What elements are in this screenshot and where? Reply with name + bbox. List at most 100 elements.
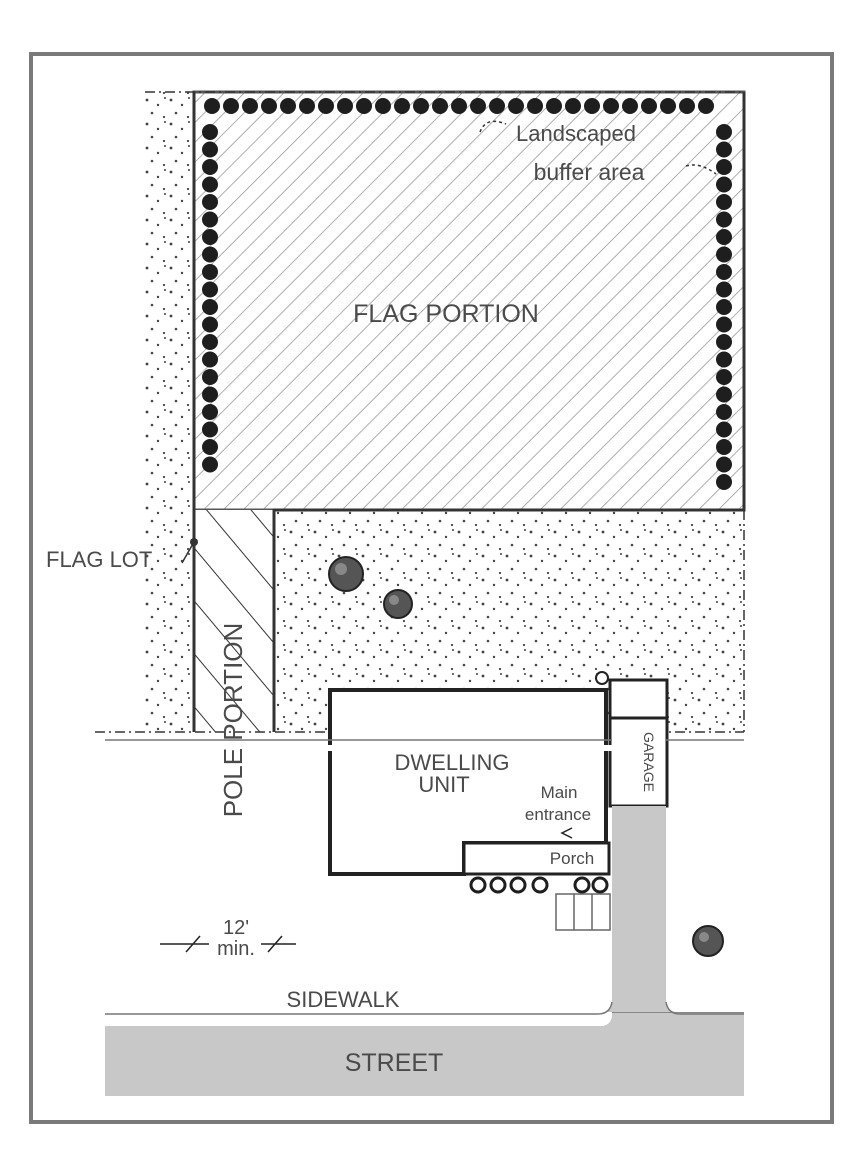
shrub-icon — [698, 98, 714, 114]
shrub-icon — [202, 369, 218, 385]
shrub-icon — [202, 439, 218, 455]
shrub-icon — [469, 876, 487, 894]
landscaped-buffer-label-1: Landscaped — [516, 121, 636, 146]
shrub-icon — [716, 159, 732, 175]
flag-lot-label: FLAG LOT — [46, 547, 152, 572]
shrub-icon — [716, 369, 732, 385]
pole-portion-label: POLE PORTION — [218, 623, 248, 818]
shrub-icon — [716, 439, 732, 455]
flag-lot-leader — [181, 541, 195, 564]
garage — [608, 716, 669, 808]
shrub-icon — [202, 351, 218, 368]
garage-label: GARAGE — [641, 732, 657, 792]
shrub-icon — [202, 159, 218, 175]
shrub-icon — [716, 386, 732, 403]
shrub-icon — [202, 176, 218, 193]
street-label: STREET — [345, 1049, 444, 1077]
shrub-icon — [716, 141, 732, 158]
shrub-icon — [413, 98, 429, 114]
shrub-icon — [716, 246, 732, 263]
landscaped-buffer-shrubs — [202, 98, 732, 490]
flag-lot-boundary — [192, 92, 746, 732]
shrub-icon — [546, 98, 562, 114]
shrub-icon — [716, 404, 732, 420]
shrub-icon — [716, 176, 732, 193]
shrub-icon — [451, 98, 467, 114]
main-entrance-label-1: Main — [541, 783, 578, 802]
buffer-leader-1 — [479, 120, 507, 133]
sidewalk — [105, 739, 744, 741]
shrub-icon — [660, 98, 676, 114]
shrub-icon — [202, 281, 218, 298]
shrub-icon — [716, 351, 732, 368]
shrub-icon — [261, 98, 277, 114]
corner-marker — [595, 671, 609, 685]
tree-icon — [328, 556, 364, 592]
shrub-icon — [716, 316, 732, 333]
shrub-icon — [531, 876, 549, 894]
shrub-icon — [679, 98, 695, 114]
shrub-icon — [489, 876, 507, 894]
pole-portion-area — [194, 510, 274, 732]
shrub-icon — [716, 421, 732, 438]
shrub-icon — [716, 124, 732, 140]
shrub-icon — [584, 98, 600, 114]
curb-left — [105, 1001, 613, 1015]
shrub-icon — [202, 194, 218, 210]
shrub-icon — [716, 264, 732, 280]
flag-lot-marker — [190, 538, 198, 546]
street — [105, 1026, 744, 1096]
dimension-min: min. — [217, 938, 255, 960]
buffer-leader-2 — [685, 164, 717, 175]
shrub-icon — [716, 281, 732, 298]
sidewalk-label: SIDEWALK — [287, 987, 400, 1012]
curb-right — [665, 1001, 744, 1015]
shrub-icon — [622, 98, 638, 114]
shrub-icon — [202, 264, 218, 280]
shrub-icon — [202, 421, 218, 438]
shrub-icon — [202, 246, 218, 263]
shrub-icon — [716, 334, 732, 350]
shrub-icon — [299, 98, 315, 114]
shrub-icon — [202, 141, 218, 158]
shrub-icon — [202, 211, 218, 228]
shrub-icon — [202, 404, 218, 420]
tree-icon — [383, 589, 413, 619]
shrub-icon — [356, 98, 372, 114]
shrub-icon — [242, 98, 258, 114]
shrub-icon — [318, 98, 334, 114]
shrub-icon — [223, 98, 239, 114]
shrub-icon — [716, 299, 732, 315]
shrub-icon — [716, 211, 732, 228]
shrub-icon — [716, 456, 732, 473]
landscaped-buffer-label-2: buffer area — [534, 159, 645, 185]
shrub-icon — [591, 876, 609, 894]
shrub-icon — [202, 316, 218, 333]
shrub-icon — [432, 98, 448, 114]
shrub-icon — [204, 98, 220, 114]
garage-apron — [608, 678, 669, 720]
shrub-icon — [202, 299, 218, 315]
shrub-icon — [509, 876, 527, 894]
shrub-icon — [716, 229, 732, 245]
shrub-icon — [527, 98, 543, 114]
boundary-inner — [272, 92, 746, 732]
main-entrance-label-2: entrance — [525, 805, 591, 824]
shrub-icon — [337, 98, 353, 114]
shrub-icon — [202, 386, 218, 403]
shrub-icon — [508, 98, 524, 114]
shrub-icon — [375, 98, 391, 114]
sidewalk-strip — [105, 745, 612, 751]
tree-icon — [692, 925, 724, 957]
porch — [462, 841, 611, 876]
shrub-icon — [489, 98, 505, 114]
flag-portion-label: FLAG PORTION — [353, 300, 539, 328]
shrub-icon — [202, 229, 218, 245]
dwelling-unit-label-2: UNIT — [418, 772, 469, 797]
dimension-value: 12' — [223, 917, 249, 939]
porch-label: Porch — [550, 849, 594, 868]
shrub-icon — [716, 474, 732, 490]
shrub-icon — [470, 98, 486, 114]
shrub-icon — [202, 124, 218, 140]
